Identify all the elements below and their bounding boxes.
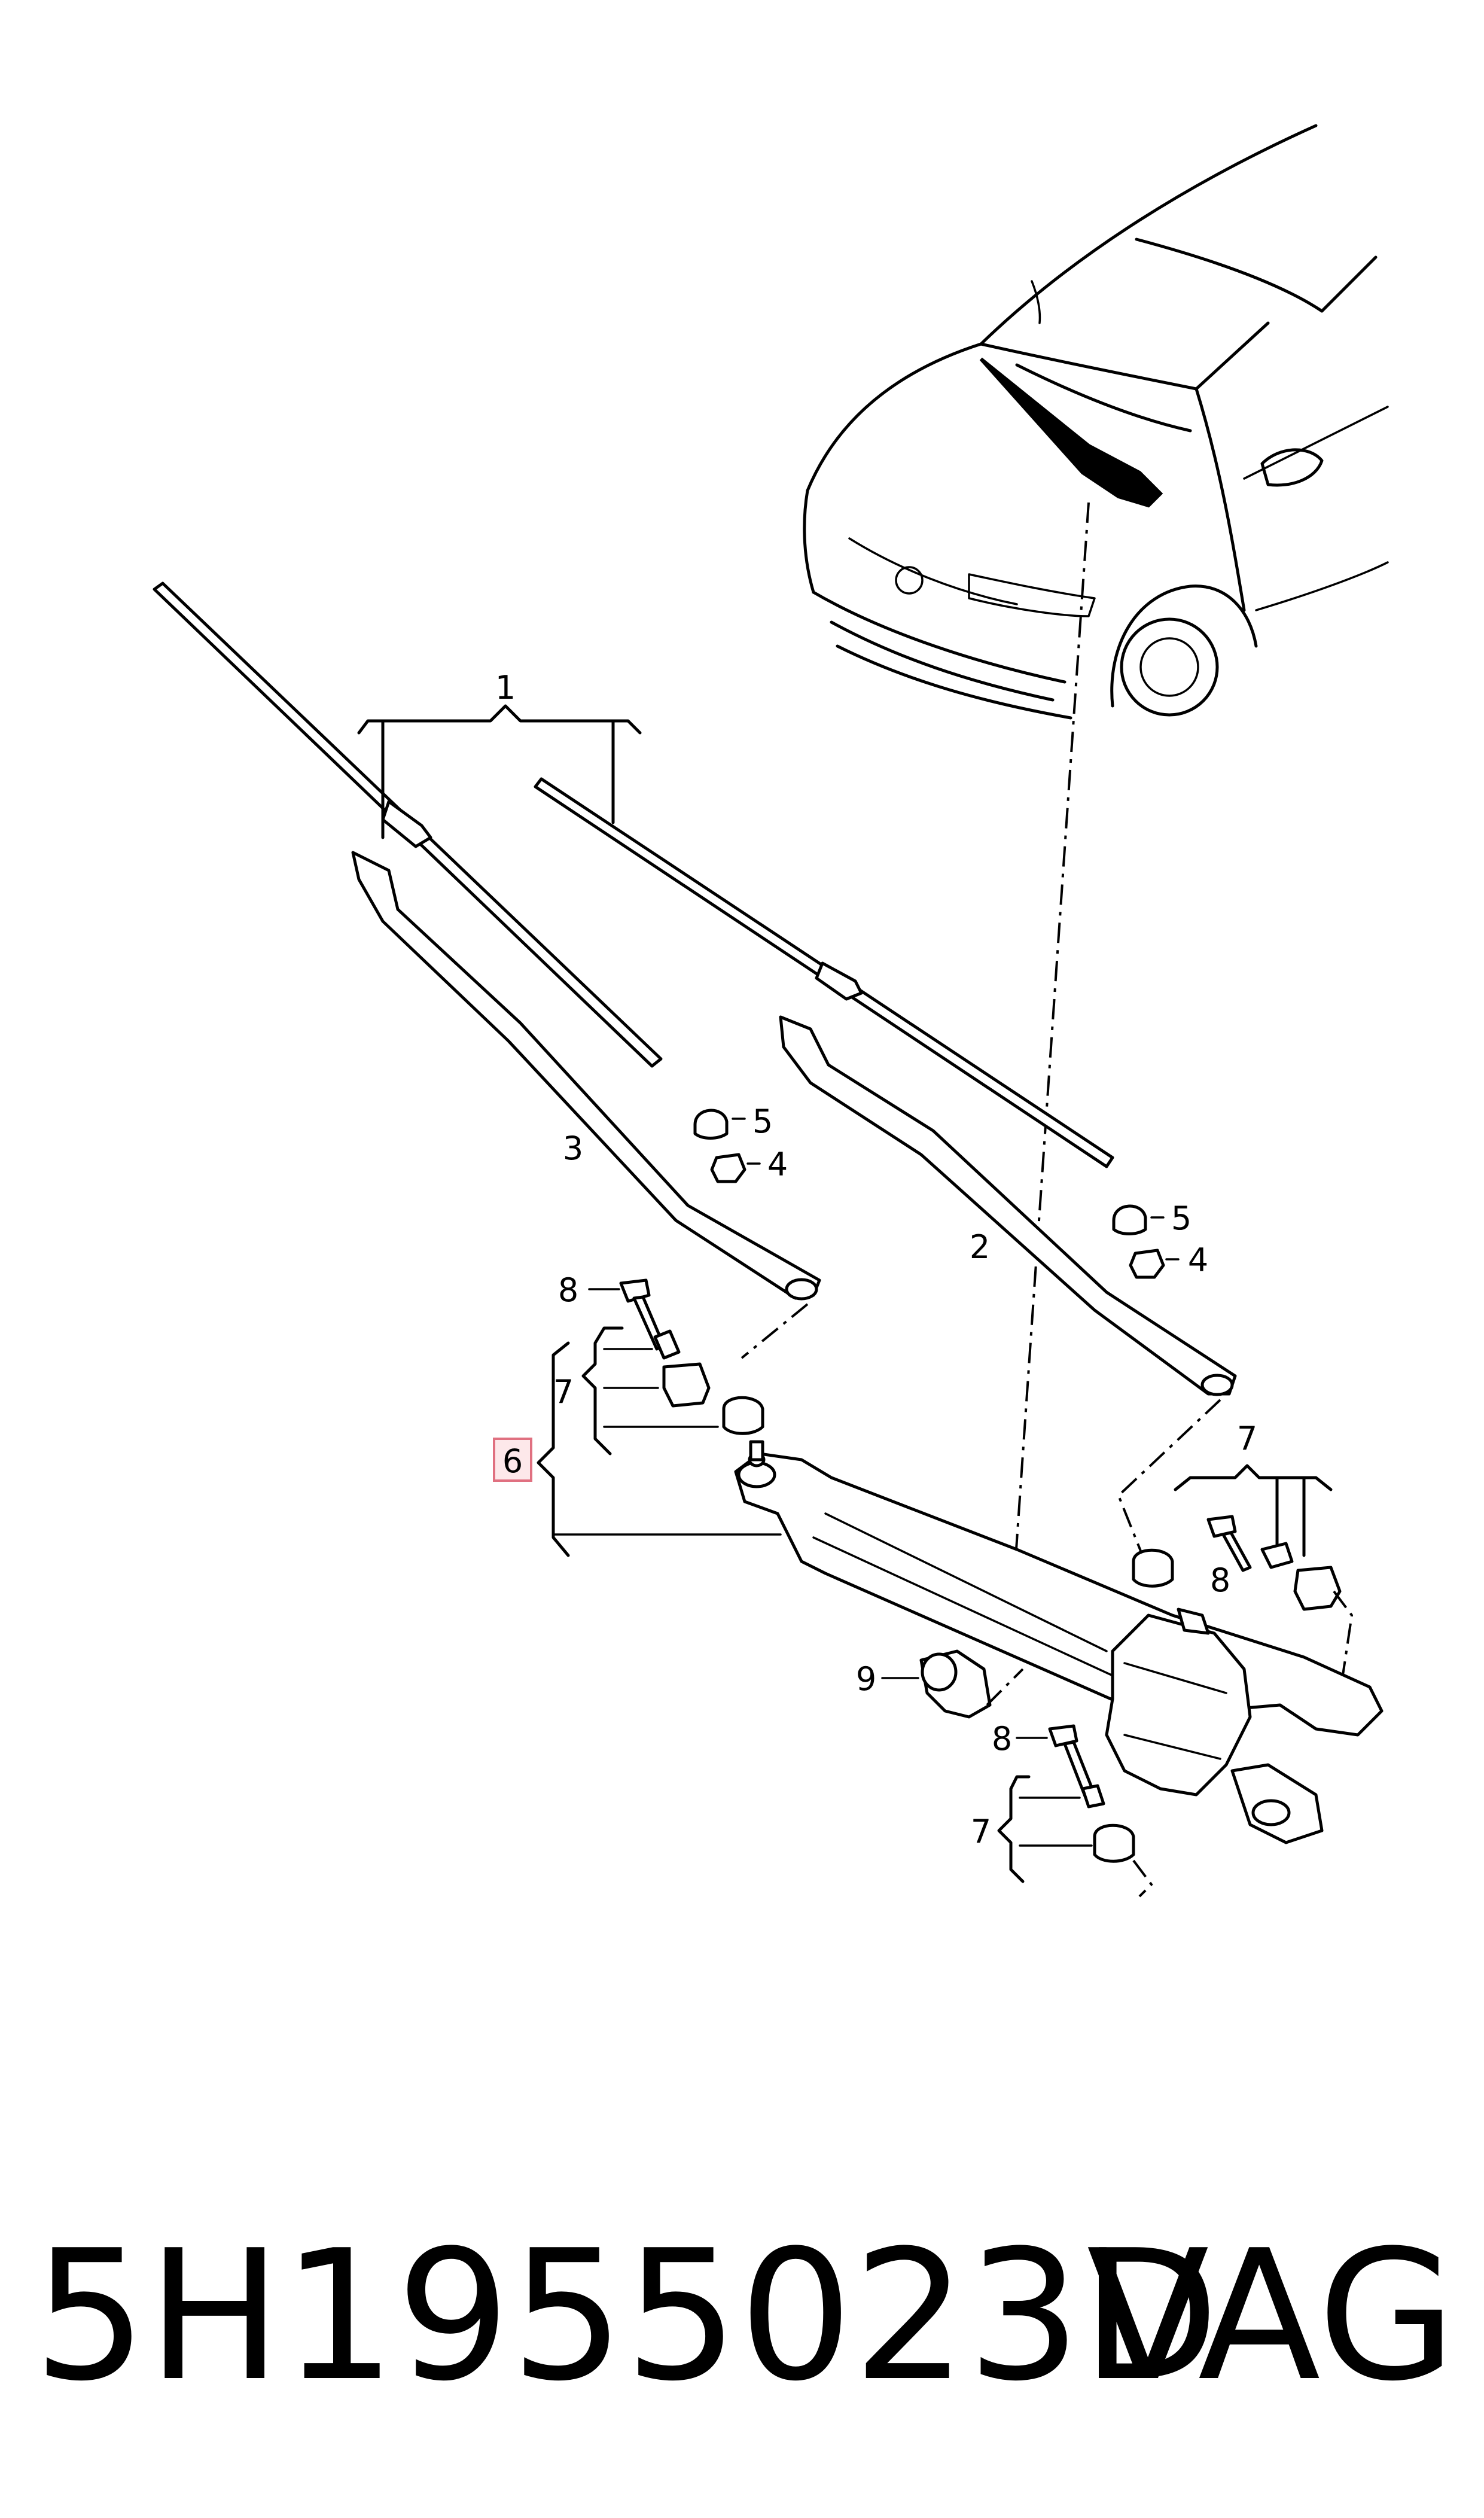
callout-9: 9 [856,1660,876,1698]
callout-6: 6 [502,1442,523,1480]
wiper-arm-left [351,851,821,1301]
callout-6-highlight: 6 [493,1438,532,1482]
callout-8-left: 8 [558,1271,578,1309]
sleeve-7-lower [1081,1784,1105,1808]
nut-4-right [1129,1249,1165,1279]
callout-4-left: 4 [767,1146,788,1183]
wiper-blade-left [153,581,663,1068]
grommet-7-right-b [1293,1566,1342,1611]
callout-2: 2 [970,1228,990,1266]
wiper-arm-right [779,1015,1237,1396]
wiper-motor [1105,1607,1324,1844]
nut-4-left [710,1153,746,1183]
callout-1: 1 [495,669,516,707]
part-number: 5H1955023D [33,2212,1220,2420]
callout-8-lower: 8 [992,1720,1012,1758]
bracket-1 [357,704,642,839]
callout-7-left: 7 [553,1373,574,1411]
grommet-7-right [1132,1548,1174,1588]
car-illustration [803,124,1389,720]
bracket-7-right [1174,1464,1333,1557]
cap-5-left [693,1109,729,1140]
grommet-7-left-b [722,1396,764,1435]
brand-name: VAG [1087,2212,1456,2420]
bracket-6 [537,1341,782,1557]
callout-4-right: 4 [1188,1241,1208,1279]
leader-car-to-linkage [1010,502,1090,1628]
callout-3: 3 [563,1129,583,1167]
cap-5-right [1112,1204,1147,1235]
clip-9 [919,1649,992,1719]
wiper-linkage [734,1440,1384,1737]
callout-5-right: 5 [1171,1199,1192,1237]
bolt-8-right [1206,1515,1294,1572]
wiper-blade-right [534,777,1114,1168]
grommet-7-left-a [662,1362,711,1408]
callout-7-lower: 7 [971,1813,991,1850]
callout-7-right: 7 [1237,1420,1257,1457]
callout-8-right: 8 [1210,1561,1230,1599]
callout-5-left: 5 [752,1103,773,1140]
grommet-7-lower [1093,1823,1135,1863]
sleeve-7-left [653,1329,681,1360]
